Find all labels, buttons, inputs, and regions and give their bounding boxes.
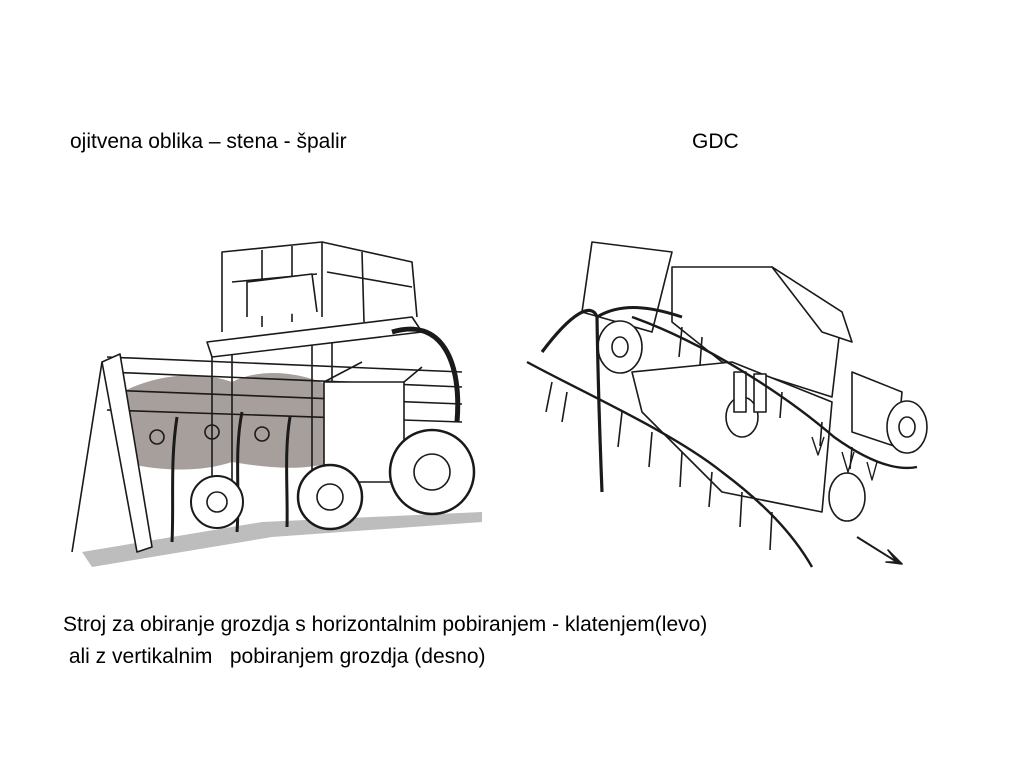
harvester-horizontal-illustration [71,241,482,567]
label-gdc: GDC [692,130,739,153]
caption-line-2: ali z vertikalnim pobiranjem grozdja (de… [63,645,486,668]
caption-line-1: Stroj za obiranje grozdja s horizontalni… [63,613,708,636]
label-spalier: ojitvena oblika – stena - špalir [70,130,347,153]
harvester-vertical-illustration [526,241,928,568]
